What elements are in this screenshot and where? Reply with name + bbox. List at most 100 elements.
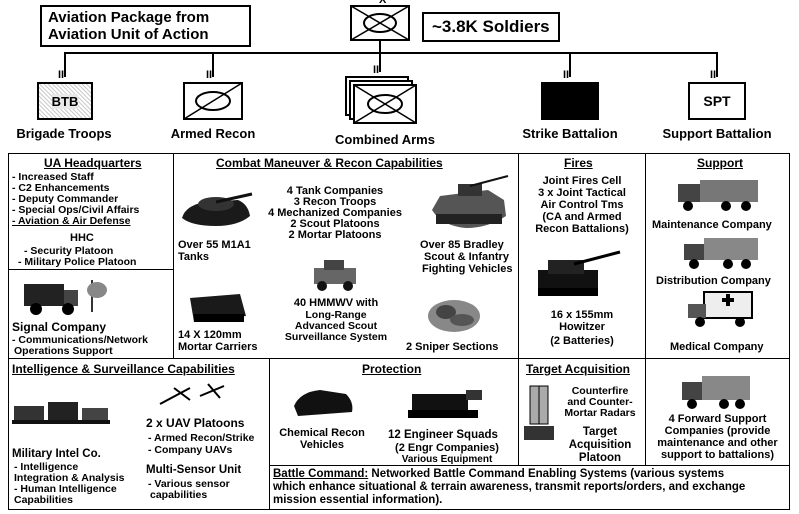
battle-command-text1: Networked Battle Command Enabling System… [368, 468, 725, 480]
ua-hq-item-4: - Special Ops/Civil Affairs [12, 204, 140, 216]
combined-arms-symbol [345, 76, 417, 124]
combat-center-5: 2 Mortar Platoons [288, 229, 382, 241]
tanks-line-1: Over 55 M1A1 [178, 239, 251, 251]
forward-support-truck-icon [680, 372, 754, 412]
unit-mark-3: II [373, 64, 380, 76]
fires-title: Fires [564, 156, 593, 170]
hmmwv-line-1: 40 HMMWV with [293, 297, 379, 309]
bradley-line-1: Over 85 Bradley [420, 239, 504, 251]
support-item-2: Distribution Company [656, 275, 771, 287]
tanks-line-2: Tanks [178, 251, 209, 263]
hmmwv-line-2: Long-Range [305, 309, 367, 321]
ua-hq-item-1: - Increased Staff [12, 171, 94, 183]
ua-hq-title: UA Headquarters [44, 156, 142, 170]
combat-center-2: 3 Recon Troops [293, 196, 377, 208]
uav-item-2: - Company UAVs [148, 444, 233, 456]
msu-item-2: capabilities [150, 489, 208, 501]
eng-line-2: (2 Engr Companies) [395, 442, 499, 454]
mortar-carrier-icon [184, 286, 250, 326]
ua-hq-item-5: - Aviation & Air Defense [12, 215, 131, 227]
chemical-recon-icon [290, 384, 356, 420]
target-title: Target Acquisition [526, 362, 631, 376]
maintenance-truck-icon [676, 176, 762, 212]
uav-title: 2 x UAV Platoons [146, 416, 245, 430]
signal-item-1: - Communications/Network [12, 334, 148, 346]
support-title: Support [697, 156, 743, 170]
msu-title: Multi-Sensor Unit [146, 464, 242, 476]
distribution-truck-icon [682, 236, 762, 270]
mi-item-2: Integration & Analysis [14, 472, 125, 484]
connector-2 [212, 52, 214, 77]
tank-icon [178, 190, 254, 230]
eng-line-1: 12 Engineer Squads [388, 429, 498, 441]
connector-bar [64, 52, 716, 54]
package-title-line1: Aviation Package from [48, 9, 210, 26]
howitzer-line-2: Howitzer [559, 321, 605, 333]
fires-line-4: (CA and Armed [542, 211, 622, 223]
hmmwv-line-4: Surveillance System [284, 331, 388, 343]
protection-title: Protection [362, 362, 422, 376]
unit-mark-5: II [710, 69, 717, 81]
radar-line-2: and Counter- [567, 396, 633, 408]
mortar-line-1: 14 X 120mm [178, 329, 242, 341]
armed-recon-symbol [183, 82, 243, 120]
target-platoon-2: Acquisition [568, 439, 632, 451]
brigade-symbol [350, 5, 410, 41]
hhc-item-2: - Military Police Platoon [18, 256, 137, 268]
target-platoon-1: Target [582, 426, 618, 438]
hhc-title: HHC [70, 232, 94, 244]
strike-battalion-symbol [541, 82, 599, 120]
fires-line-1: Joint Fires Cell [542, 175, 622, 187]
combat-center-4: 2 Scout Platoons [290, 218, 380, 230]
combat-center-3: 4 Mechanized Companies [268, 207, 402, 219]
mi-title: Military Intel Co. [12, 448, 101, 460]
uav-item-1: - Armed Recon/Strike [148, 432, 255, 444]
unit-mark-2: II [206, 69, 213, 81]
mi-vehicles-icon [12, 396, 112, 428]
unit-mark-1: II [58, 69, 65, 81]
hhc-item-1: - Security Platoon [24, 245, 114, 257]
signal-item-2: Operations Support [14, 345, 113, 357]
uav-icon [150, 378, 230, 414]
fires-line-2: 3 x Joint Tactical [538, 187, 626, 199]
mi-item-3: - Human Intelligence [14, 483, 117, 495]
unit-label-armed-recon: Armed Recon [170, 126, 256, 141]
hmmwv-line-3: Advanced Scout [294, 320, 378, 332]
bradley-line-3: Fighting Vehicles [422, 263, 513, 275]
fires-line-5: Recon Battalions) [535, 223, 629, 235]
hmmwv-icon [310, 256, 360, 294]
spt-symbol: SPT [688, 82, 746, 120]
unit-label-combined-arms: Combined Arms [335, 132, 435, 147]
mi-item-1: - Intelligence [14, 461, 79, 473]
mortar-line-2: Mortar Carriers [178, 341, 258, 353]
medical-vehicle-icon [686, 290, 756, 330]
connector-trunk [379, 41, 381, 53]
battle-command-line3: mission essential information). [273, 494, 443, 506]
bradley-icon [428, 170, 510, 234]
sniper-icon [424, 296, 484, 336]
package-title-box: Aviation Package from Aviation Unit of A… [40, 5, 251, 47]
btb-symbol: BTB [37, 82, 93, 120]
connector-3 [379, 52, 381, 72]
howitzer-line-3: (2 Batteries) [550, 335, 614, 347]
howitzer-line-1: 16 x 155mm [550, 309, 614, 321]
signal-title: Signal Company [12, 320, 107, 334]
unit-label-support: Support Battalion [662, 126, 772, 141]
signal-truck-icon [22, 276, 112, 320]
hq-divider [8, 269, 174, 270]
howitzer-icon [534, 250, 622, 300]
forward-line-1: 4 Forward Support [668, 413, 767, 425]
soldiers-count: ~3.8K Soldiers [432, 17, 550, 36]
intel-title: Intelligence & Surveillance Capabilities [12, 362, 235, 376]
radar-icon [522, 384, 556, 448]
forward-line-2: Companies (provide [664, 425, 771, 437]
bradley-line-2: Scout & Infantry [424, 251, 509, 263]
soldiers-box: ~3.8K Soldiers [422, 12, 560, 42]
forward-line-4: support to battalions) [660, 449, 775, 461]
mi-item-4: Capabilities [14, 494, 73, 506]
support-item-3: Medical Company [670, 341, 764, 353]
combat-center-1: 4 Tank Companies [286, 185, 384, 197]
sniper-label: 2 Sniper Sections [406, 341, 499, 353]
unit-mark-4: II [563, 69, 570, 81]
battle-command-label: Battle Command: [273, 468, 369, 480]
